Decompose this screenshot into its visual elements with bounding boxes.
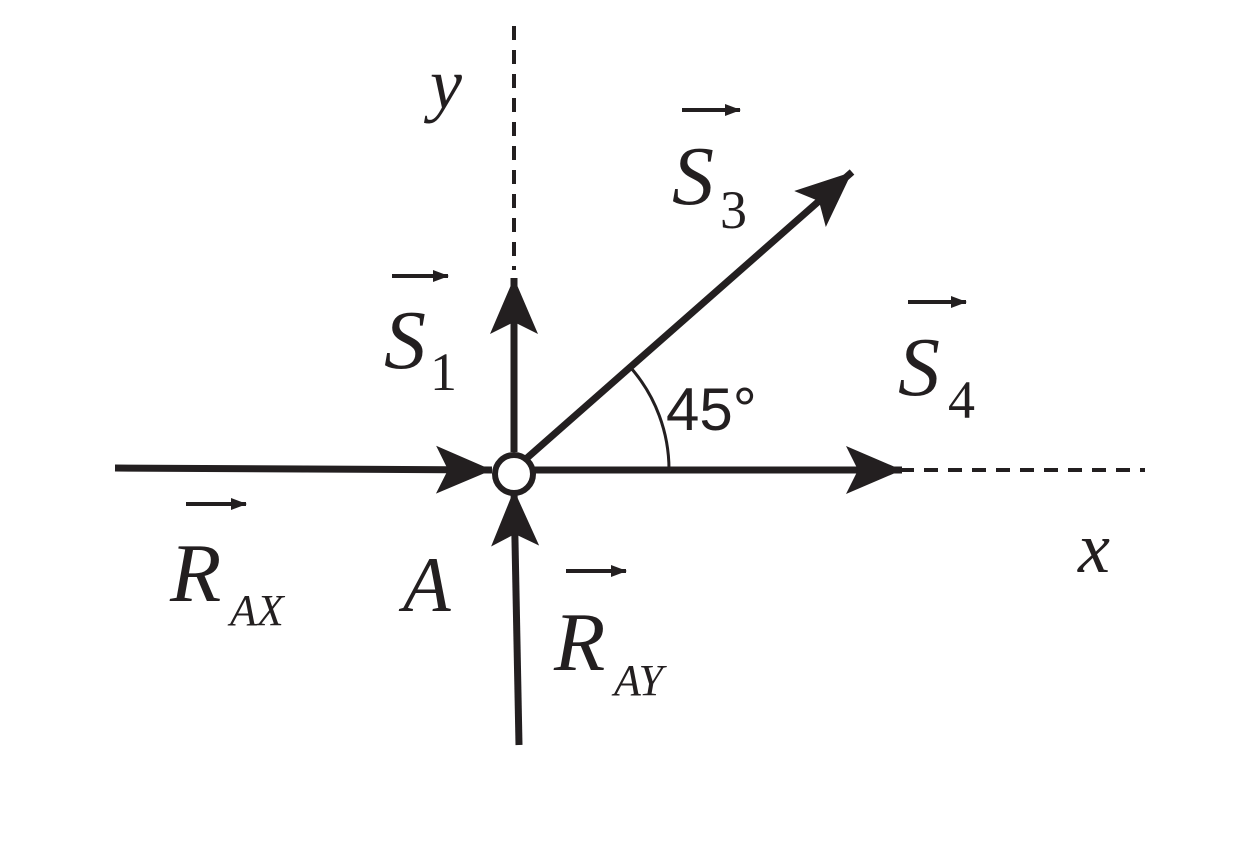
vector-rax-index: AX [227, 586, 286, 635]
vector-ray-index: AY [611, 656, 667, 705]
vector-s4-symbol: S [898, 321, 940, 414]
y-axis-label: y [423, 44, 462, 124]
vector-ray-symbol: R [553, 596, 605, 689]
x-axis-label: x [1077, 508, 1110, 588]
vector-rax-symbol: R [169, 527, 221, 620]
vector-ray-arrow [491, 489, 540, 746]
vector-s1-index: 1 [430, 342, 457, 402]
node-a-label: A [398, 541, 451, 628]
angle-label: 45° [666, 376, 757, 443]
vector-s3-symbol: S [672, 130, 714, 223]
angle-arc [629, 367, 671, 471]
vector-rax-arrow [114, 445, 493, 494]
vector-s3-index: 3 [720, 180, 747, 240]
node-a-circle [492, 452, 536, 496]
vector-s1-symbol: S [384, 294, 426, 387]
vector-s4-index: 4 [948, 370, 975, 430]
vector-s3-arrow [524, 169, 855, 461]
